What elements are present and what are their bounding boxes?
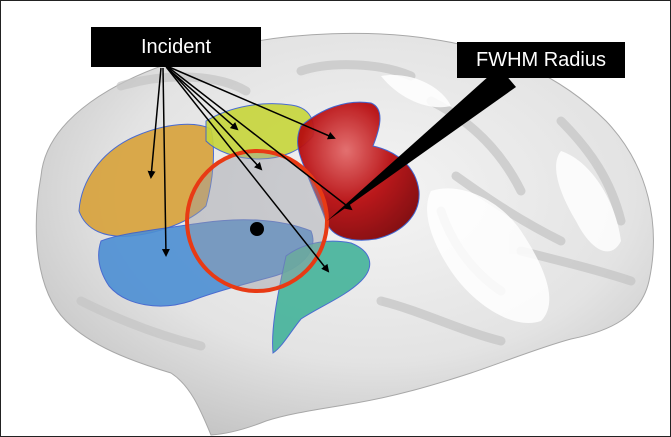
peak-center-dot	[250, 222, 264, 236]
fwhm-radius-label: FWHM Radius	[457, 42, 625, 78]
incident-label: Incident	[91, 27, 261, 67]
fwhm-circle	[187, 151, 327, 291]
